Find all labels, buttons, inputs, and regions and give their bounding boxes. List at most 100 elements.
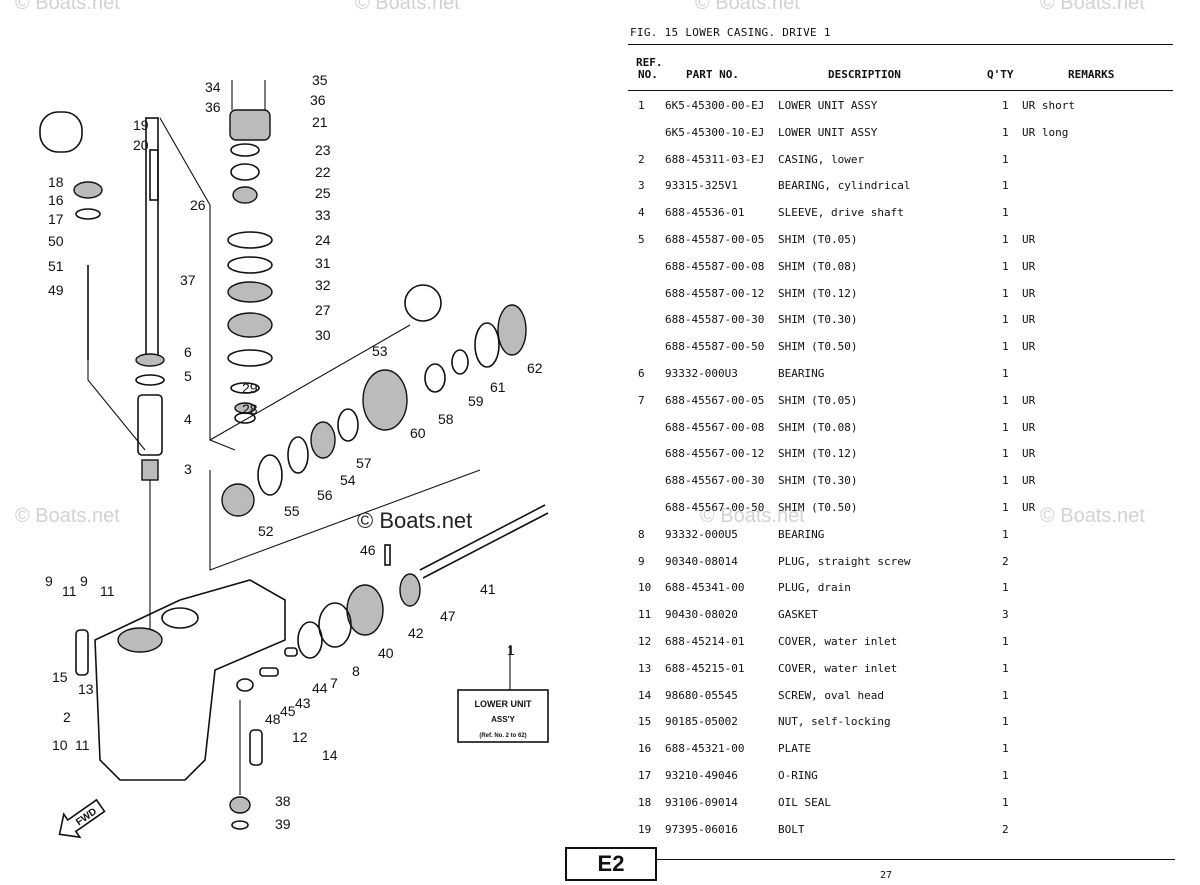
callout-label: 36 (310, 92, 326, 108)
callout-label: 27 (315, 302, 331, 318)
ref-no: 19 (638, 822, 652, 836)
remarks: UR (1022, 447, 1036, 461)
callout-label: 31 (315, 255, 331, 271)
quantity: 1 (1002, 715, 1009, 729)
ref-no: 2 (638, 152, 645, 166)
quantity: 1 (1002, 206, 1009, 220)
callout-label: 11 (100, 583, 115, 599)
quantity: 1 (1002, 447, 1009, 461)
description: SLEEVE, drive shaft (778, 206, 904, 220)
ref-no: 16 (638, 742, 652, 756)
bearing-3 (141, 459, 159, 481)
callout-label: 37 (180, 272, 196, 288)
part-number: 688-45567-00-12 (665, 447, 765, 461)
quantity: 1 (1002, 527, 1009, 541)
quantity: 1 (1002, 259, 1009, 273)
part-number: 688-45536-01 (665, 206, 745, 220)
watermark: © Boats.net (15, 0, 120, 14)
impeller (232, 186, 258, 204)
callout-label: 8 (352, 663, 360, 679)
quantity: 1 (1002, 474, 1009, 488)
part-number: 688-45567-00-05 (665, 393, 765, 407)
watermark: © Boats.net (1040, 505, 1145, 527)
assembly-line1: LOWER UNIT (475, 699, 532, 709)
quantity: 1 (1002, 366, 1009, 380)
part-number: 93315-325V1 (665, 179, 738, 193)
ref-no: 7 (638, 393, 645, 407)
callout-label: 9 (45, 573, 53, 589)
part-number: 97395-06016 (665, 822, 738, 836)
drive-shaft (145, 117, 159, 359)
callout-label: 32 (315, 277, 331, 293)
description: NUT, self-locking (778, 715, 891, 729)
header-part-no: PART NO. (686, 68, 739, 81)
part-number: 6K5-45300-10-EJ (665, 125, 765, 139)
description: LOWER UNIT ASSY (778, 99, 878, 112)
callout-label: 54 (340, 472, 356, 488)
ref-no: 12 (638, 634, 652, 648)
ref-no: 11 (638, 608, 652, 622)
callout-label: 44 (312, 680, 328, 696)
remarks: UR (1022, 286, 1036, 300)
quantity: 1 (1002, 99, 1009, 112)
sleeve (137, 394, 163, 456)
quantity: 1 (1002, 688, 1009, 702)
description: SHIM (T0.50) (778, 500, 858, 514)
callout-label: 53 (372, 343, 388, 359)
remarks: UR (1022, 474, 1036, 488)
quantity: 1 (1002, 661, 1009, 675)
remarks: UR (1022, 500, 1036, 514)
callout-label: 16 (48, 192, 64, 208)
watermark: © Boats.net (1040, 0, 1145, 14)
description: CASING, lower (778, 152, 865, 166)
callout-label: 6 (184, 344, 192, 360)
part-number: 90430-08020 (665, 608, 738, 622)
header-ref-line2: NO. (638, 68, 658, 81)
part-number: 93332-000U5 (665, 527, 738, 541)
description: BEARING (778, 527, 825, 541)
ref-no: 4 (638, 206, 645, 220)
detail-circle (39, 111, 83, 153)
callout-label: 38 (275, 793, 291, 809)
gear-52 (221, 483, 255, 517)
remarks: UR (1022, 232, 1036, 246)
callout-label: 29 (242, 380, 258, 396)
callout-label: 3 (184, 461, 192, 477)
callout-label: 13 (78, 681, 94, 697)
top-rule (628, 44, 1173, 45)
assembly-line3: (Ref. No. 2 to 62) (479, 733, 526, 739)
part-number: 688-45321-00 (665, 742, 745, 756)
part-number: 688-45567-00-08 (665, 420, 765, 434)
assembly-box (457, 689, 549, 743)
remarks: UR (1022, 420, 1036, 434)
callout-label: 39 (275, 816, 291, 832)
part-number: 688-45587-00-12 (665, 286, 765, 300)
remarks: UR (1022, 393, 1036, 407)
table-row: 4 688-45536-01 SLEEVE, drive shaft 1 (628, 199, 1173, 226)
callout-label: 7 (330, 675, 338, 691)
callout-label: 41 (480, 581, 496, 597)
callout-label: 59 (468, 393, 484, 409)
description: SHIM (T0.30) (778, 474, 858, 488)
ref-no: 13 (638, 661, 652, 675)
part-number: 98680-05545 (665, 688, 738, 702)
callout-label: 30 (315, 327, 331, 343)
callout-label: 62 (527, 360, 543, 376)
callout-label: 49 (48, 282, 64, 298)
ref-no: 5 (638, 232, 645, 246)
callout-label: 26 (190, 197, 206, 213)
remarks: UR (1022, 313, 1036, 327)
